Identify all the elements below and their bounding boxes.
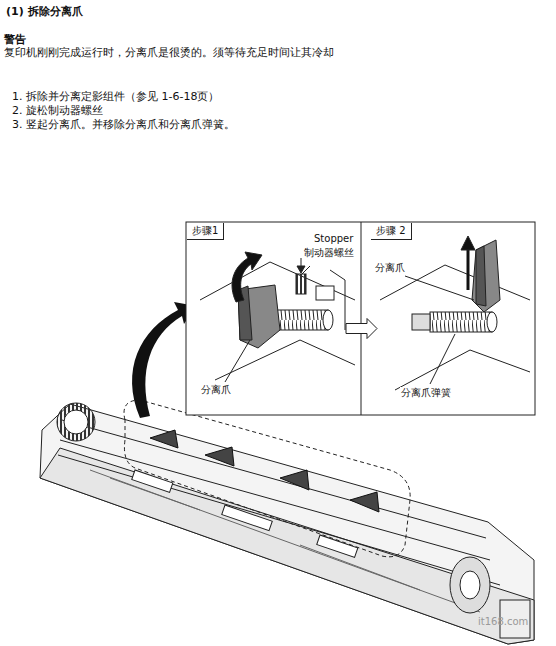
part-label: 制动器螺丝 [303,247,355,259]
step-tab: 步骤1 [187,223,224,240]
part-label: 分离爪 [374,262,406,274]
step-arrow [346,319,377,339]
dashed-region [124,400,410,557]
part-label: 分离爪弹簧 [400,387,452,399]
step-panel: 步骤 2 [371,223,534,414]
step-text: 3. 竖起分离爪。并移除分离爪和分离爪弹簧。 [12,118,235,131]
part-label: Stopper [313,233,354,245]
step-panel: 步骤1 [187,223,352,414]
title: (1) 拆除分离爪 [6,5,83,18]
separation-claws [150,430,379,512]
step1-picture [200,252,355,380]
watermark: it168.com [478,616,528,628]
inset-divider [361,222,362,415]
part-label: 分离爪 [200,384,232,396]
leader-lines [225,266,474,384]
warning-text: 复印机刚刚完成运行时，分离爪是很烫的。须等待充足时间让其冷却 [4,46,334,59]
warning-heading: 警告 [4,33,26,46]
step-text: 2. 旋松制动器螺丝 [12,104,103,117]
step2-picture [380,236,530,390]
fuser-unit [40,403,534,644]
step-tab: 步骤 2 [371,223,412,240]
step-text: 1. 拆除并分离定影组件（参见 1-6-18页） [12,90,219,103]
inset-frame [186,222,535,415]
